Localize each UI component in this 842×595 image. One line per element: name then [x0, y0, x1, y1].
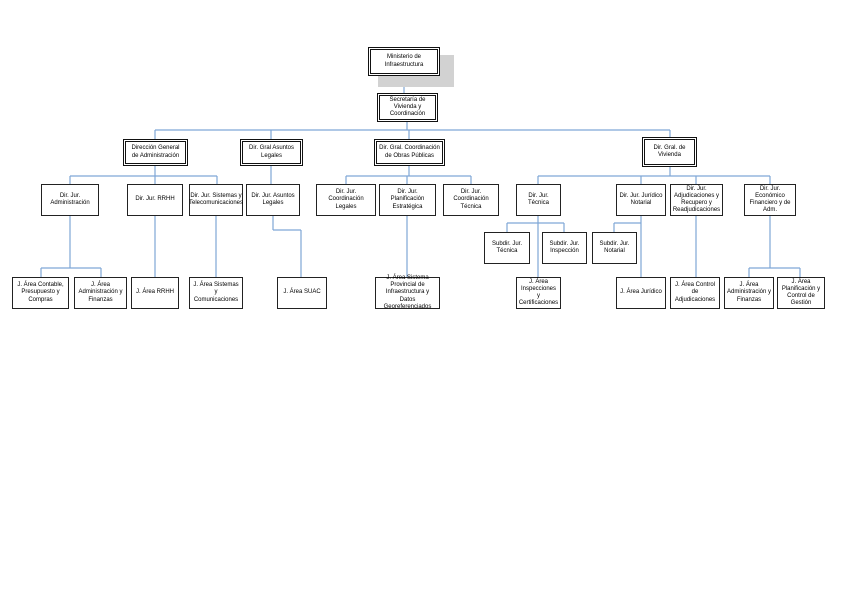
box-secretaria: Secretaría de Vivienda y Coordinación	[377, 93, 438, 122]
box-dj-rrhh: Dir. Jur. RRHH	[127, 184, 183, 216]
box-label: Dir. Gral Asuntos Legales	[248, 145, 295, 159]
box-dg-legales: Dir. Gral Asuntos Legales	[240, 139, 303, 166]
box-label: Dirección General de Administración	[131, 145, 180, 159]
box-label: J. Área Sistemas y Comunicaciones	[193, 282, 239, 303]
box-sd-tecnica: Subdir. Jur. Técnica	[484, 232, 530, 264]
box-label: J. Área Inspecciones y Certificaciones	[518, 278, 559, 307]
box-ja-juridico: J. Área Jurídico	[616, 277, 666, 309]
box-dj-tecnica: Dir. Jur. Técnica	[516, 184, 561, 216]
box-ja-sistema-prov: J. Área Sistema Provincial de Infraestru…	[375, 275, 440, 310]
box-label: Dir. Jur. Adjudicaciones y Recupero y Re…	[672, 185, 721, 214]
box-label: Subdir. Jur. Inspección	[549, 240, 580, 254]
box-label: Secretaría de Vivienda y Coordinación	[389, 96, 426, 118]
box-label: Ministerio de Infraestructura	[384, 54, 424, 68]
box-label: Dir. Jur. Coordinación Técnica	[453, 189, 489, 210]
box-dg-obras: Dir. Gral. Coordinación de Obras Pública…	[374, 139, 445, 166]
box-dj-coord-tecnica: Dir. Jur. Coordinación Técnica	[443, 184, 499, 216]
box-ja-sistemas: J. Área Sistemas y Comunicaciones	[189, 277, 243, 309]
box-label: J. Área Sistema Provincial de Infraestru…	[383, 275, 432, 310]
box-ja-admin-fin-viv: J. Área Administración y Finanzas	[724, 277, 774, 309]
box-dj-legales: Dir. Jur. Asuntos Legales	[246, 184, 300, 216]
box-ja-planif-control: J. Área Planificación y Control de Gesti…	[777, 277, 825, 309]
box-label: J. Área Administración y Finanzas	[727, 282, 772, 303]
box-label: Dir. Jur. RRHH	[135, 196, 175, 203]
box-label: J. Área Jurídico	[620, 289, 662, 296]
box-label: Dir. Jur. Asuntos Legales	[251, 192, 295, 206]
box-ja-rrhh: J. Área RRHH	[131, 277, 179, 309]
box-ja-inspecciones: J. Área Inspecciones y Certificaciones	[516, 277, 561, 309]
box-label: J. Área SUAC	[283, 289, 321, 296]
box-label: Dir. Jur. Jurídico Notarial	[619, 192, 663, 206]
box-label: Dir. Jur. Económico Financiero y de Adm.	[749, 185, 791, 214]
box-ja-contable: J. Área Contable, Presupuesto y Compras	[12, 277, 69, 309]
box-ja-suac: J. Área SUAC	[277, 277, 327, 309]
box-dj-admin: Dir. Jur. Administración	[41, 184, 99, 216]
box-label: Subdir. Jur. Técnica	[491, 240, 523, 254]
box-label: Dir. Jur. Coordinación Legales	[328, 189, 364, 210]
box-label: Dir. Gral. de Vivienda	[653, 144, 686, 158]
box-label: J. Área RRHH	[135, 289, 174, 296]
box-dg-vivienda: Dir. Gral. de Vivienda	[642, 137, 697, 167]
box-sd-inspeccion: Subdir. Jur. Inspección	[542, 232, 587, 264]
box-dj-juridico: Dir. Jur. Jurídico Notarial	[616, 184, 666, 216]
box-dj-planif: Dir. Jur. Planificación Estratégica	[379, 184, 436, 216]
box-label: J. Área Planificación y Control de Gesti…	[781, 278, 821, 307]
box-label: Dir. Jur. Administración	[50, 192, 90, 206]
box-dj-sistemas: Dir. Jur. Sistemas y Telecomunicaciones	[189, 184, 243, 216]
box-label: Dir. Jur. Planificación Estratégica	[390, 189, 425, 210]
box-label: J. Área Control de Adjudicaciones	[674, 282, 716, 303]
box-dj-economico: Dir. Jur. Económico Financiero y de Adm.	[744, 184, 796, 216]
box-label: J. Área Administración y Finanzas	[78, 282, 123, 303]
box-label: J. Área Contable, Presupuesto y Compras	[17, 282, 64, 303]
box-dg-admin: Dirección General de Administración	[123, 139, 188, 166]
box-label: Dir. Jur. Técnica	[527, 192, 549, 206]
box-label: Subdir. Jur. Notarial	[599, 240, 630, 254]
box-ja-admin-fin: J. Área Administración y Finanzas	[74, 277, 127, 309]
box-dj-coord-legales: Dir. Jur. Coordinación Legales	[316, 184, 376, 216]
box-sd-notarial: Subdir. Jur. Notarial	[592, 232, 637, 264]
box-dj-adjud: Dir. Jur. Adjudicaciones y Recupero y Re…	[670, 184, 723, 216]
box-ja-control-adj: J. Área Control de Adjudicaciones	[670, 277, 720, 309]
box-label: Dir. Jur. Sistemas y Telecomunicaciones	[188, 192, 244, 206]
box-label: Dir. Gral. Coordinación de Obras Pública…	[379, 145, 440, 159]
box-ministerio: Ministerio de Infraestructura	[368, 47, 440, 76]
